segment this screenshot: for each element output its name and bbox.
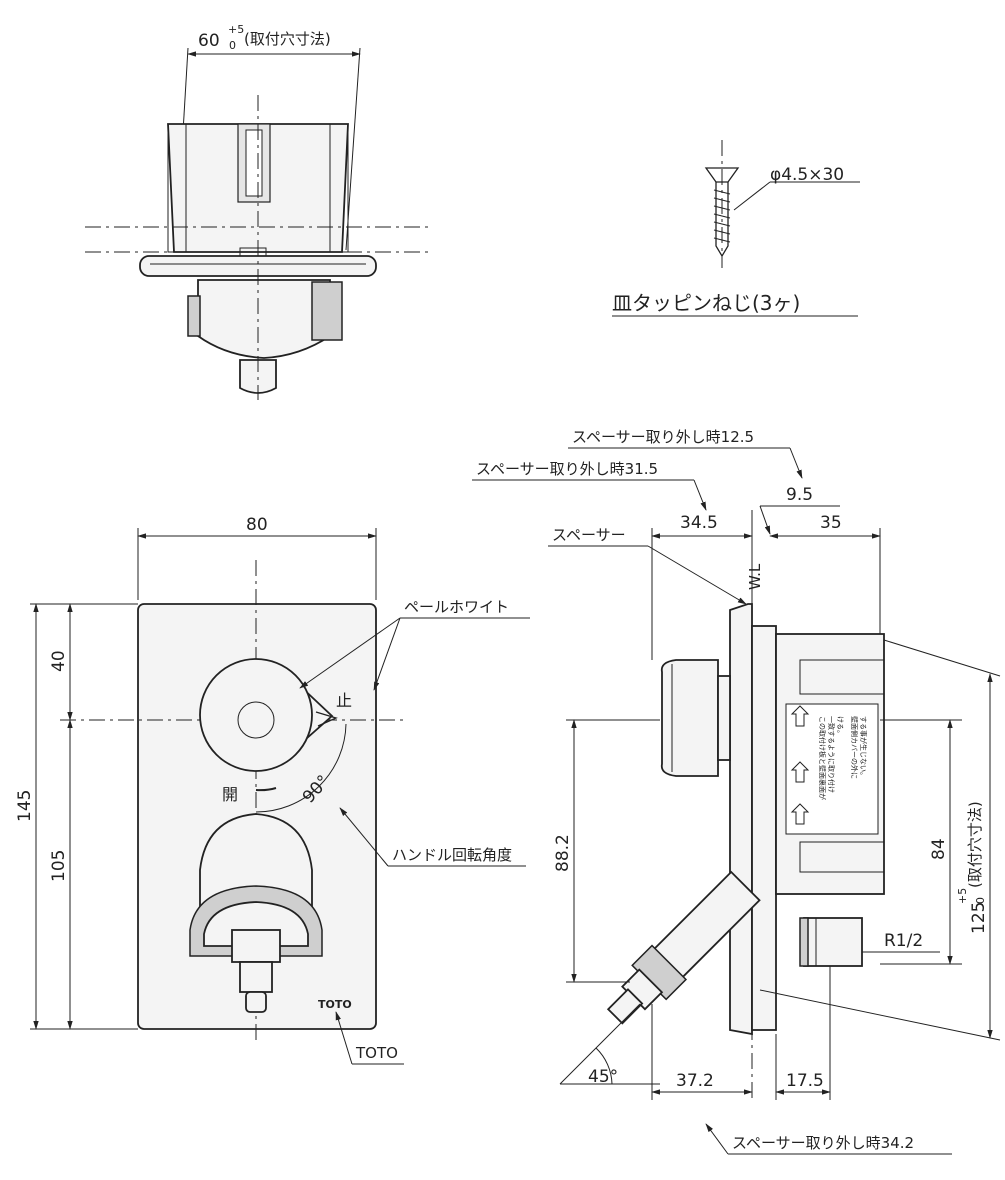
svg-text:一致するように取り付け: 一致するように取り付け [827,716,836,793]
caution-text: この取付け板と壁面裏面が 一致するように取り付け ける。 壁面側カバーの外に す… [818,716,868,800]
dim-37-2: 37.2 [676,1071,714,1091]
stop-mark: 止 [336,691,352,710]
svg-text:壁面側カバーの外に: 壁面側カバーの外に [850,716,859,779]
front-view: 80 145 40 105 止 開 90° TOTO ペールホワイト [15,515,530,1065]
screw-detail: φ4.5×30 皿タッピンねじ(3ヶ) [612,140,860,317]
screw-spec: φ4.5×30 [770,165,844,185]
top-mount-tol-minus: 0 [229,39,236,52]
top-view: 60 +5 0 (取付穴寸法) [85,23,430,400]
dim-35: 35 [820,513,842,533]
dim-125: 125 [969,902,989,934]
dim-84: 84 [929,838,949,860]
spacer-removed-31-5: スペーサー取り外し時31.5 [476,460,658,478]
stop-handle [199,658,313,772]
dim-125-tol-minus: 0 [974,897,987,904]
toto-logo: TOTO [318,998,352,1011]
dim-125-tol-plus: +5 [956,888,969,904]
front-lower-dim: 105 [49,850,69,882]
dim-9-5: 9.5 [786,485,813,505]
svg-text:ける。: ける。 [836,716,844,737]
dim-17-5: 17.5 [786,1071,824,1091]
dim-34-5: 34.5 [680,513,718,533]
front-width-dim: 80 [246,515,268,535]
r-half-label: R1/2 [884,931,923,951]
top-mount-tol-plus: +5 [228,23,244,36]
handle-angle-label: ハンドル回転角度 [392,846,512,864]
spacer-removed-12-5: スペーサー取り外し時12.5 [572,428,754,446]
svg-text:この取付け板と壁面裏面が: この取付け板と壁面裏面が [818,716,827,800]
top-mount-dim: 60 [198,31,220,51]
wl-label: W.L [746,563,764,590]
top-mount-note: (取付穴寸法) [244,30,331,48]
pale-white-label: ペールホワイト [404,598,509,616]
angle-45: 45° [588,1067,618,1087]
front-upper-dim: 40 [49,650,69,672]
screw-name: 皿タッピンねじ(3ヶ) [612,291,800,315]
spacer-removed-34-2: スペーサー取り外し時34.2 [732,1134,914,1152]
spacer-label: スペーサー [552,526,626,544]
side-view: スペーサー取り外し時12.5 スペーサー取り外し時31.5 9.5 34.5 3… [472,428,1001,1155]
svg-text:する事が生じない。: する事が生じない。 [859,716,868,779]
open-mark: 開 [222,785,238,804]
front-height-dim: 145 [15,790,35,822]
toto-label: TOTO [355,1044,398,1062]
dim-125-note: (取付穴寸法) [966,801,984,888]
dim-88-2: 88.2 [553,834,573,872]
